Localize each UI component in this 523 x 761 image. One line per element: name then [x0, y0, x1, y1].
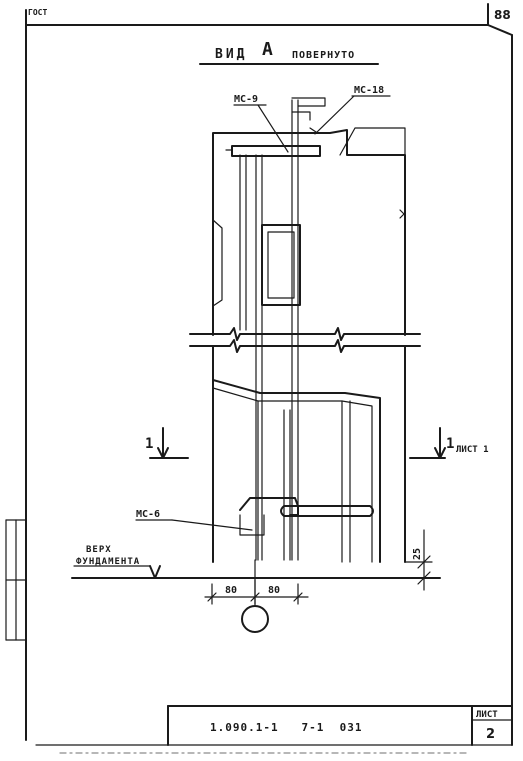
pipe-section-circle: [241, 605, 269, 633]
bracket-mc6: [239, 497, 374, 536]
page-number: 88: [494, 8, 511, 22]
section-marker-right: [409, 427, 446, 459]
title-letter: А: [262, 39, 273, 60]
title-block: [35, 705, 513, 746]
document-code: 1.090.1-1 7-1 031: [210, 721, 362, 734]
foundation-line: [71, 565, 441, 579]
section-marker-left: [149, 427, 189, 459]
vertical-rods: [239, 99, 299, 561]
column-lower: [212, 345, 406, 563]
section-left-mark: 1: [145, 436, 153, 452]
dimension-right: 80: [268, 585, 280, 596]
callout-leaders: [135, 95, 391, 531]
callout-mc18: МС-18: [354, 85, 384, 96]
offset-dimension: [204, 559, 309, 606]
column-upper: [212, 127, 406, 336]
callout-mc9: МС-9: [234, 94, 258, 105]
dimension-left: 80: [225, 585, 237, 596]
corner-mark: ГОСТ: [28, 8, 47, 17]
height-dimension: [404, 529, 433, 591]
section-right-mark: 1: [446, 436, 454, 452]
title-qualifier: ПОВЕРНУТО: [292, 50, 355, 61]
dimension-height: 25: [412, 548, 423, 560]
callout-mc6: МС-6: [136, 509, 160, 520]
window-frame: [261, 224, 301, 306]
plate-mc9: [225, 145, 321, 157]
foundation-label-bottom: ФУНДАМЕНТА: [76, 557, 140, 567]
foundation-label-top: ВЕРХ: [86, 545, 112, 555]
sheet-label: ЛИСТ: [476, 710, 498, 720]
break-lines: [189, 327, 421, 353]
title-main: ВИД: [215, 47, 247, 62]
view-title: ВИД А ПОВЕРНУТО: [199, 39, 379, 65]
section-sheet-ref: ЛИСТ 1: [456, 445, 489, 455]
sheet-number: 2: [486, 727, 495, 742]
sheet-frame: [5, 3, 513, 746]
plate-mc18: [291, 97, 326, 133]
